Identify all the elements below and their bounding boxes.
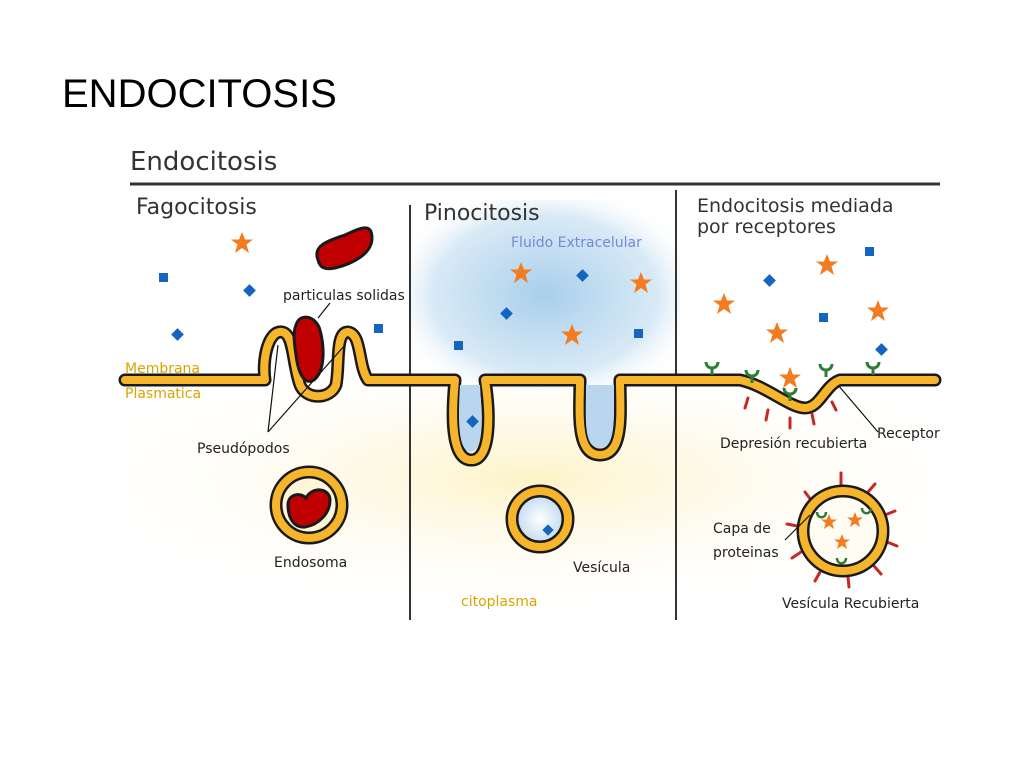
diamond-icon [875, 343, 888, 356]
leader-particulas [317, 302, 331, 319]
star-icon [561, 324, 583, 345]
label-capa-2: proteinas [713, 545, 779, 561]
coated-vesicle [785, 471, 899, 589]
section-title-receptores-1: Endocitosis mediada [697, 195, 894, 217]
invagination-fluid-2 [585, 385, 615, 448]
label-capa-1: Capa de [713, 521, 771, 537]
leader-capa [784, 514, 811, 541]
diamond-icon [466, 415, 479, 428]
slide-title: ENDOCITOSIS [62, 72, 337, 116]
label-endosoma: Endosoma [274, 555, 347, 571]
star-icon [510, 262, 532, 283]
receptor-icon [704, 361, 720, 375]
leader-pseudopodo-1 [267, 344, 279, 433]
label-depresion: Depresión recubierta [720, 436, 867, 452]
section-title-pinocitosis: Pinocitosis [424, 201, 540, 226]
label-fluido: Fluido Extracelular [511, 235, 642, 251]
section-title-fagocitosis: Fagocitosis [136, 195, 257, 220]
label-receptor: Receptor [877, 426, 940, 442]
receptor-icon [782, 387, 798, 401]
star-icon [867, 300, 889, 321]
square-icon [374, 324, 383, 333]
diagram-heading: Endocitosis [130, 147, 277, 177]
pinocytic-vesicle [505, 484, 575, 554]
square-icon [454, 341, 463, 350]
solid-particle [315, 226, 374, 271]
endosome [269, 465, 349, 545]
leader-pseudopodo-2 [267, 344, 346, 433]
star-icon [766, 322, 788, 343]
square-icon [634, 329, 643, 338]
extracellular-region [410, 200, 680, 390]
label-membrana-2: Plasmatica [125, 386, 201, 402]
label-membrana-1: Membrana [125, 361, 200, 377]
square-icon [819, 313, 828, 322]
label-pseudopodos: Pseudópodos [197, 441, 290, 457]
section-title-receptores-2: por receptores [697, 216, 836, 238]
label-particulas: particulas solidas [283, 288, 405, 304]
square-icon [159, 273, 168, 282]
receptor-icon [744, 369, 760, 383]
label-citoplasma: citoplasma [461, 594, 538, 610]
diamond-icon [243, 284, 256, 297]
star-icon [816, 254, 838, 275]
star-icon [779, 367, 801, 388]
diamond-icon [171, 328, 184, 341]
engulfed-particle [292, 315, 325, 383]
star-icon [630, 272, 652, 293]
label-vesicula-recubierta: Vesícula Recubierta [782, 596, 919, 612]
coat-proteins [743, 396, 838, 430]
star-icon [713, 293, 735, 314]
receptor-icon [865, 361, 881, 375]
label-vesicula: Vesícula [573, 560, 630, 576]
star-icon [231, 232, 253, 253]
diamond-icon [500, 307, 513, 320]
diamond-icon [763, 274, 776, 287]
leader-receptor [837, 384, 879, 433]
square-icon [865, 247, 874, 256]
plasma-membrane [118, 325, 942, 467]
receptor-icon [818, 363, 834, 377]
